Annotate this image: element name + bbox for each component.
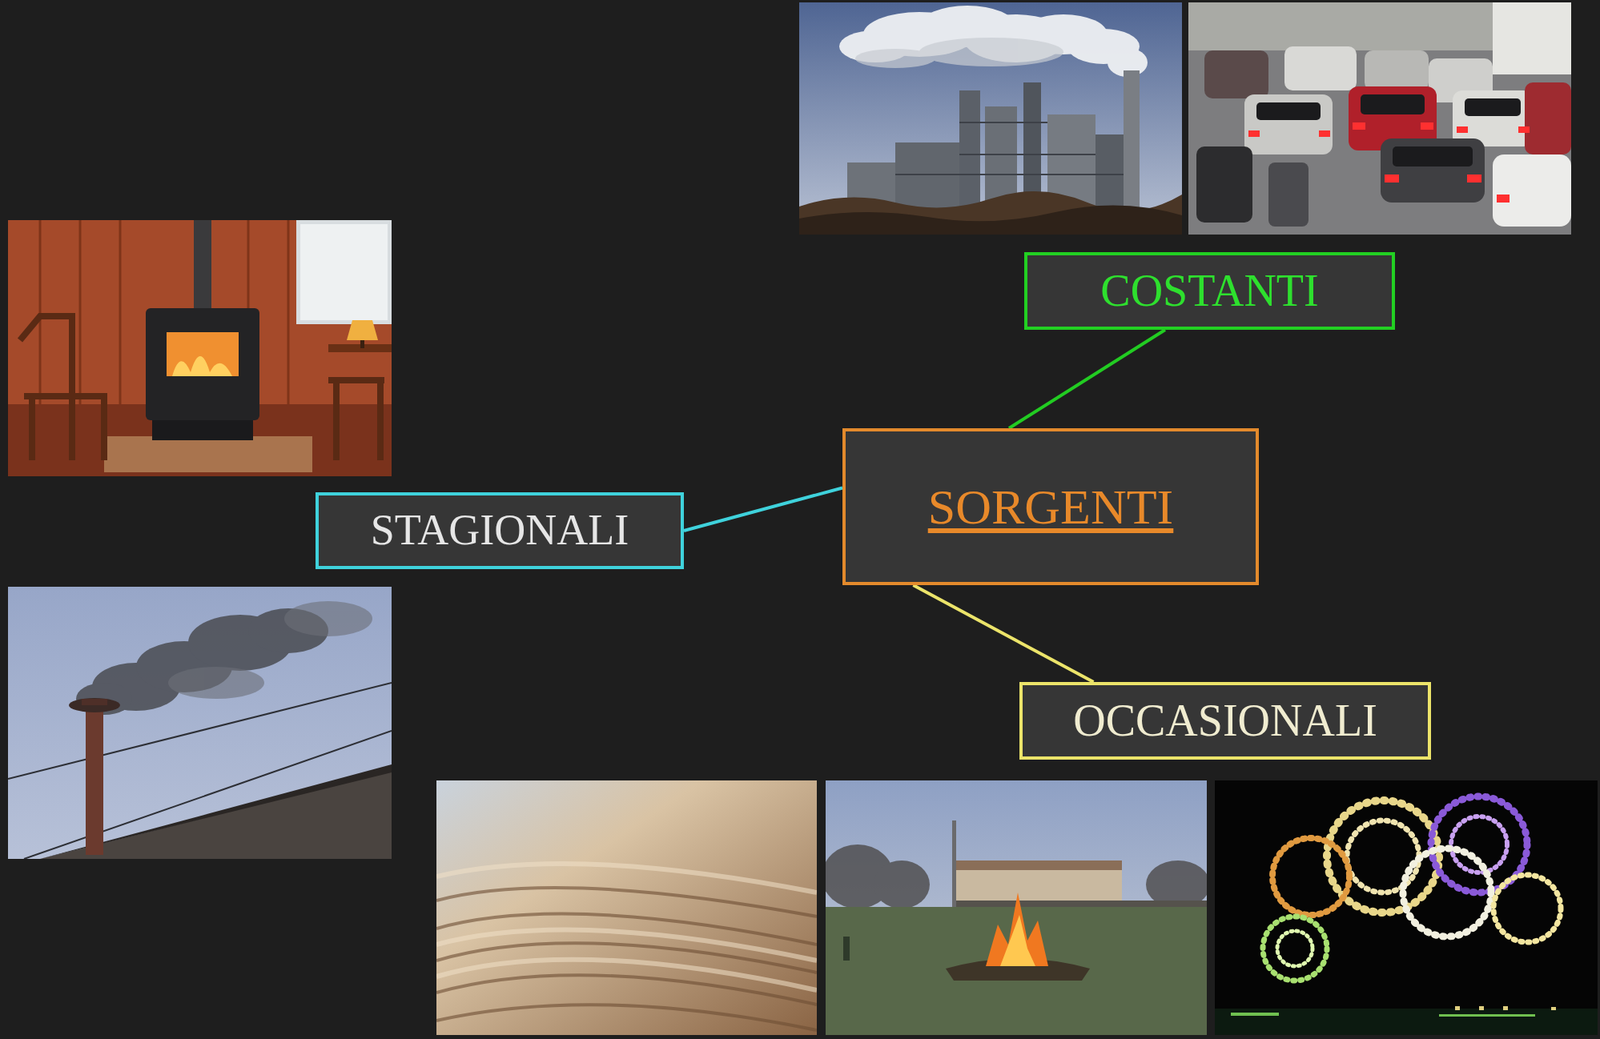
node-label: SORGENTI: [928, 479, 1174, 535]
connector-line: [912, 585, 1094, 683]
category-box: OCCASIONALI: [1019, 682, 1432, 760]
node-label: STAGIONALI: [370, 506, 630, 555]
fireworks-photo: [1214, 780, 1598, 1036]
root-box: SORGENTI: [842, 428, 1259, 586]
stove-photo: [8, 220, 392, 477]
connector-line: [683, 487, 843, 531]
traffic-photo: [1188, 2, 1572, 235]
category-box: COSTANTI: [1024, 252, 1395, 330]
sandstorm-photo: [436, 780, 817, 1036]
connector-line: [1009, 329, 1166, 429]
chimney-photo: [8, 586, 392, 860]
factory-photo: [799, 2, 1182, 235]
node-label: COSTANTI: [1100, 266, 1319, 317]
node-label: OCCASIONALI: [1073, 696, 1378, 747]
category-box: STAGIONALI: [315, 492, 684, 570]
bonfire-photo: [825, 780, 1207, 1036]
